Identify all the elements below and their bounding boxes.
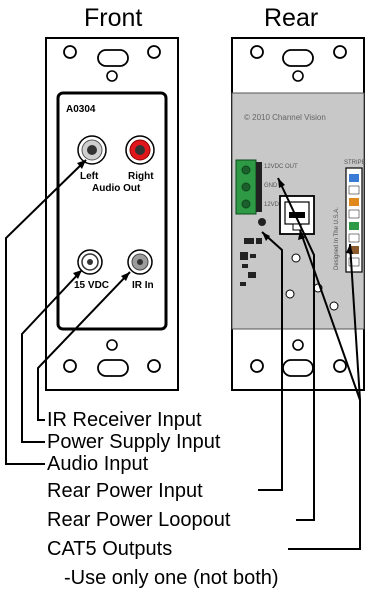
model-number: A0304: [66, 104, 96, 115]
callout-ir-receiver-input: IR Receiver Input: [47, 409, 202, 431]
mounting-slot: [282, 359, 314, 377]
right-jack-label: Right: [128, 171, 154, 182]
mounting-slot: [97, 359, 129, 377]
front-heading: Front: [84, 4, 142, 32]
mounting-hole: [63, 45, 77, 59]
screw-hole: [292, 70, 304, 82]
mounting-slot: [282, 49, 314, 67]
screw-hole: [106, 70, 118, 82]
callout-power-supply-input: Power Supply Input: [47, 431, 221, 453]
audio-out-label: Audio Out: [92, 183, 141, 194]
callout-arrowheads: [73, 160, 353, 281]
front-insert: [56, 91, 168, 331]
callout-cat5-note: -Use only one (not both): [64, 567, 279, 589]
screw-hole: [292, 339, 304, 351]
mounting-slot: [97, 49, 129, 67]
ir-input-jack: [127, 249, 153, 275]
right-audio-jack: [125, 135, 155, 165]
callout-audio-input: Audio Input: [47, 453, 149, 475]
dc-power-jack: [77, 249, 103, 275]
mounting-hole: [147, 45, 161, 59]
cat5-punchdown-block: [345, 167, 363, 273]
dc-jack-label: 15 VDC: [74, 280, 109, 291]
callout-cat5-outputs: CAT5 Outputs: [47, 538, 172, 560]
copyright-text: © 2010 Channel Vision: [244, 113, 326, 122]
callout-rear-power-loopout: Rear Power Loopout: [47, 509, 231, 531]
circuit-components: [240, 218, 339, 311]
ir-jack-label: IR In: [132, 280, 154, 291]
callout-lines: [5, 159, 361, 550]
designed-in-text: Designed In The U.S.A.: [334, 207, 340, 270]
mounting-hole: [333, 359, 347, 373]
stripe-label: STRIPE: [344, 160, 366, 166]
terminal-label-gnd: GND: [264, 183, 278, 189]
front-wall-plate: [45, 37, 179, 391]
left-audio-jack: [77, 135, 107, 165]
power-terminal-block: [235, 159, 262, 215]
callout-rear-power-input: Rear Power Input: [47, 480, 203, 502]
mounting-hole: [147, 359, 161, 373]
rj45-jack: [279, 195, 315, 235]
mounting-hole: [63, 359, 77, 373]
mounting-hole: [333, 45, 347, 59]
screw-hole: [106, 339, 118, 351]
terminal-label-12vdc-out: 12VDC OUT: [264, 164, 298, 170]
mounting-hole: [250, 45, 264, 59]
left-jack-label: Left: [80, 171, 99, 182]
terminal-label-12vdc: 12VDC: [264, 202, 284, 208]
mounting-hole: [250, 359, 264, 373]
rear-heading: Rear: [264, 4, 318, 32]
